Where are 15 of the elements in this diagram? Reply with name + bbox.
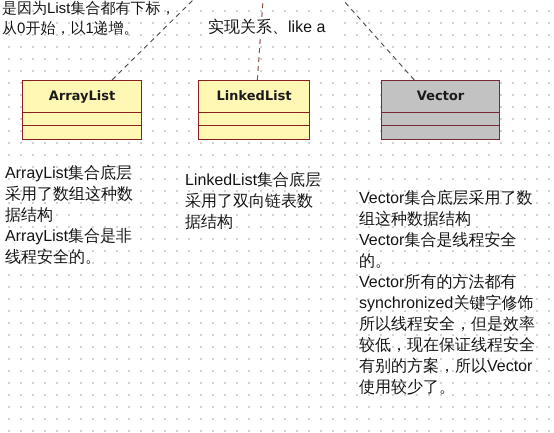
note-text: ArrayList集合底层采用了数组这种数据结构 [5,164,134,226]
class-name: LinkedList [215,88,293,106]
note-text: Vector集合底层采用了数组这种数据结构 [359,188,534,230]
class-box [381,80,500,140]
class-name: ArrayList [48,88,116,106]
note-text: ArrayList集合是非线程安全的。 [5,226,134,268]
class-name: Vector [416,88,466,106]
note-text: LinkedList集合底层采用了双向链表数据结构 [185,170,322,233]
dashed-line [342,0,415,80]
note-text: Vector集合是线程安全的。 [359,230,518,272]
dashed-line [112,0,194,80]
annotation-text: 是因为List集合都有下标，从0开始，以1递增。 [1,0,176,39]
class-box [22,80,142,140]
class-box [198,80,310,140]
note-text: Vector所有的方法都有synchronized关键字修饰所以线程安全，但是效率较低，现在保证线程安全有别的方案，所以Vector使用较少了。 [359,272,536,398]
